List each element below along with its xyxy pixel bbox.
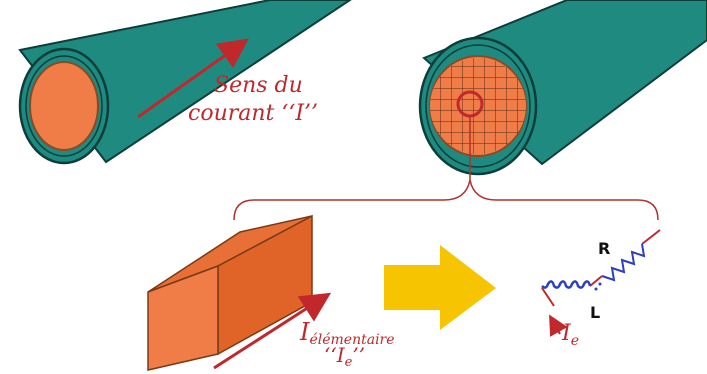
inductor-coil (541, 280, 592, 289)
cable-right (418, 0, 707, 176)
elementary-current-short-symbol: ‘‘I (324, 343, 346, 367)
resistor-zigzag (601, 243, 646, 282)
elementary-current-short-end: ’’ (352, 343, 365, 367)
circuit-wire-bottom (541, 287, 555, 307)
current-direction-label: Sens du courant ‘‘I’’ (188, 73, 318, 126)
rl-circuit (541, 229, 661, 337)
elementary-current-label: Iélémentaire (299, 318, 395, 348)
circuit-current-arrow (549, 314, 568, 337)
conductor-grid (430, 58, 526, 154)
bar-front-face (147, 264, 219, 371)
conductor-left (29, 61, 99, 151)
circuit-current-label: Ie (561, 321, 579, 349)
elementary-current-short-label: ‘‘Ie’’ (324, 343, 365, 370)
transform-arrow (384, 245, 496, 330)
current-direction-arrow (137, 38, 249, 119)
cable-left (18, 0, 352, 165)
elementary-current-arrow (213, 292, 332, 370)
inductance-label: L (590, 303, 600, 322)
zoom-brace (233, 179, 659, 221)
current-direction-line2: courant ‘‘I’’ (188, 101, 318, 126)
circuit-wire-middle (589, 275, 603, 287)
circuit-current-symbol: I (561, 321, 572, 346)
elementary-current-subscript: élémentaire (309, 332, 394, 348)
current-direction-line1: Sens du (214, 73, 303, 98)
elementary-conductor (147, 214, 313, 371)
elementary-current-short-subscript: e (345, 355, 353, 370)
circuit-current-subscript: e (571, 333, 579, 349)
circuit-wire-top (641, 229, 661, 245)
elementary-current-symbol: I (299, 318, 310, 346)
resistance-label: R (598, 239, 610, 258)
